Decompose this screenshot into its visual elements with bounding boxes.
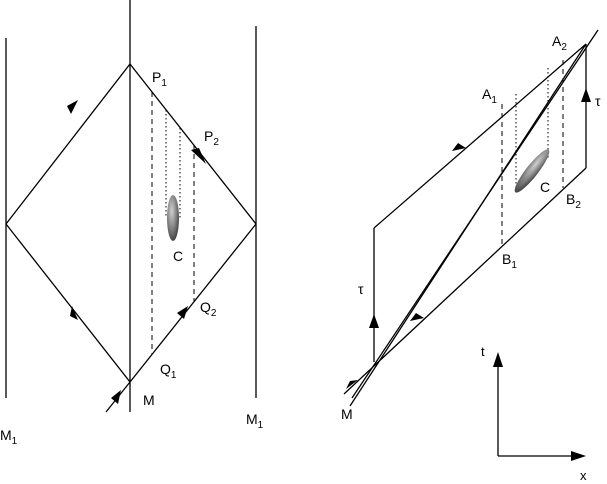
t-axis-label: t — [481, 344, 485, 359]
label-m-left-event: M — [143, 392, 155, 408]
arrow-upper-right — [191, 148, 206, 164]
left-diagram: P1 P2 Q1 Q2 C M M1 M1 — [0, 0, 264, 447]
axes: t x — [481, 344, 587, 483]
label-mirror-right: M1 — [246, 411, 264, 431]
label-mirror-left: M1 — [0, 427, 18, 447]
label-a1: A1 — [482, 86, 497, 106]
label-q1: Q1 — [160, 361, 177, 381]
arrow-incoming-right — [346, 380, 358, 389]
arrow-tau-right — [581, 88, 591, 102]
x-axis-label: x — [580, 468, 587, 483]
diagonal-short — [349, 43, 587, 407]
label-p2: P2 — [204, 128, 219, 148]
label-b1: B1 — [502, 251, 517, 271]
label-m-right: M — [341, 406, 353, 422]
label-b2: B2 — [566, 191, 581, 211]
label-a2: A2 — [552, 33, 567, 53]
edge-top — [373, 43, 587, 229]
light-ray-lower-right — [129, 223, 257, 383]
label-c-left: C — [173, 248, 183, 264]
arrow-lower-left — [70, 306, 78, 320]
label-q2: Q2 — [200, 299, 217, 319]
arrow-tau-left — [369, 314, 379, 328]
light-ray-upper-left — [5, 63, 131, 225]
region-c — [167, 195, 179, 241]
label-tau-right: τ — [595, 93, 601, 109]
arrow-bottom-edge — [410, 313, 424, 321]
arrow-top-edge — [452, 143, 466, 151]
arrow-incoming — [111, 390, 121, 404]
label-p1: P1 — [152, 69, 167, 89]
right-diagram: A1 A2 B1 B2 C M τ τ — [341, 29, 601, 422]
arrow-upper-left — [67, 100, 78, 114]
label-c-right: C — [540, 179, 550, 195]
t-axis-arrow-icon — [493, 352, 503, 367]
light-ray-upper-right — [129, 63, 257, 225]
label-tau-left: τ — [358, 281, 364, 297]
edge-bottom — [343, 167, 587, 395]
light-ray-lower-left — [5, 223, 131, 383]
x-axis-arrow-icon — [571, 451, 586, 461]
region-c-right — [514, 149, 550, 193]
arrow-lower-right — [177, 306, 188, 319]
